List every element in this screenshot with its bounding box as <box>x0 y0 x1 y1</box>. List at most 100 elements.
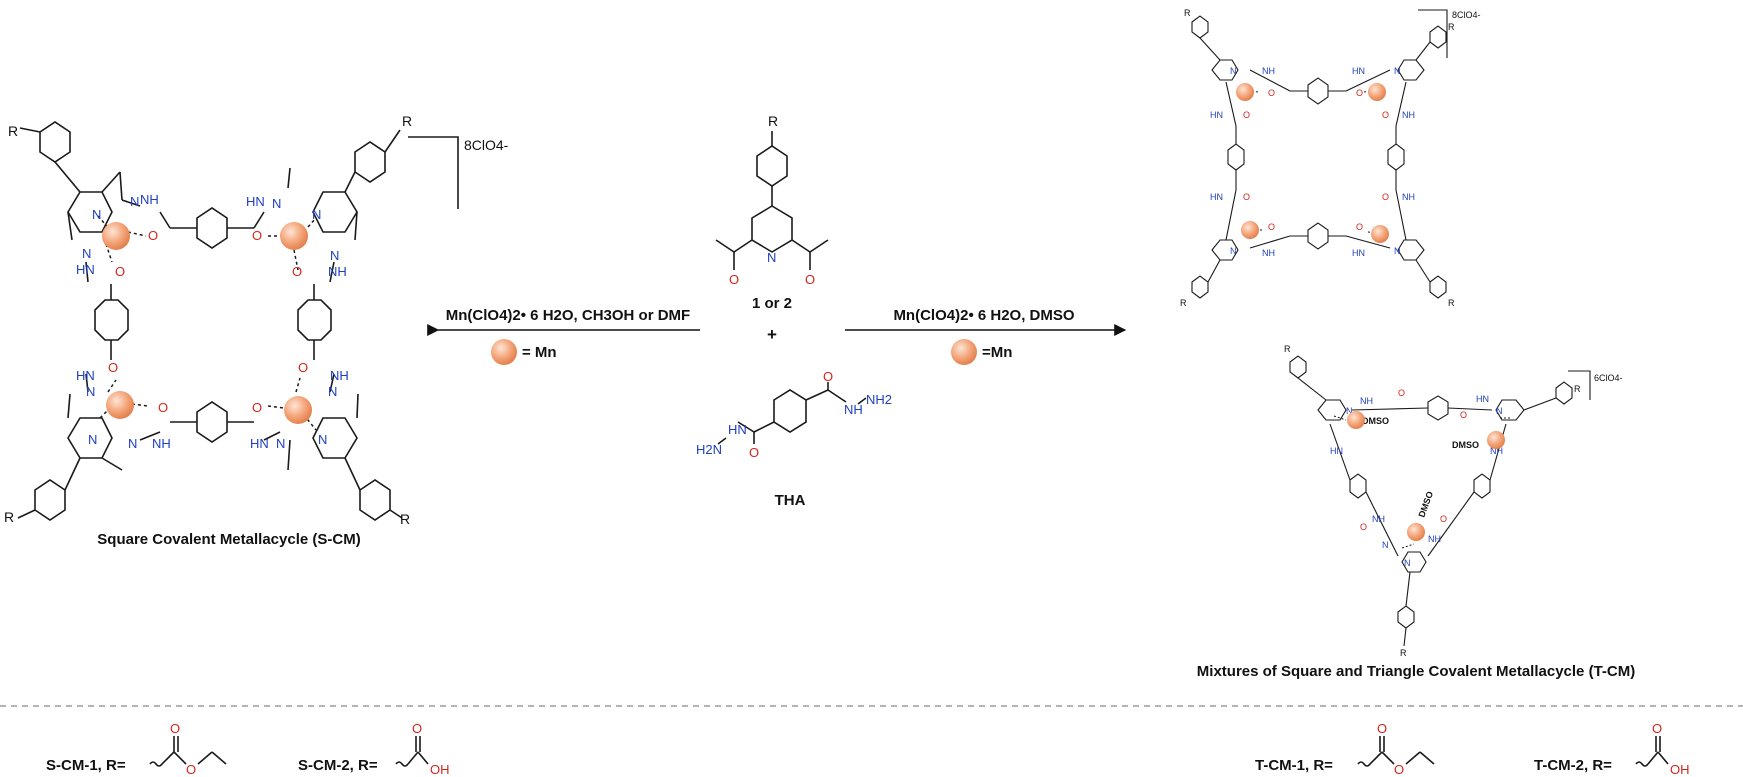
r-label: R <box>4 509 14 525</box>
n-atom: N <box>1394 66 1401 76</box>
left-reaction-arrow: Mn(ClO4)2• 6 H2O, CH3OH or DMF = Mn <box>427 307 700 365</box>
counter-ion-label: 8ClO4- <box>1452 10 1481 20</box>
reagents: R N O O 1 or 2 + O NH NH2 O HN H2N THA <box>696 113 892 509</box>
linker-benzene <box>1427 395 1449 421</box>
n-atom: N <box>88 432 97 447</box>
o-atom: O <box>1394 762 1404 777</box>
legend-entry-label: T-CM-2, R= <box>1534 757 1612 774</box>
legend-entry-label: T-CM-1, R= <box>1255 757 1333 774</box>
n-atom: N <box>92 207 101 222</box>
nh-atom: NH <box>1262 66 1275 76</box>
n-atom: N <box>1404 558 1411 568</box>
mn-ion <box>1368 83 1386 101</box>
counter-ion-label: 6ClO4- <box>1594 373 1623 383</box>
o-atom: O <box>1652 721 1662 736</box>
r-label: R <box>400 511 410 527</box>
n-atom: N <box>86 384 95 399</box>
hn-atom: HN <box>1210 110 1223 120</box>
o-atom: O <box>1243 192 1250 202</box>
r-label: R <box>8 123 18 139</box>
hn-atom: HN <box>1330 446 1343 456</box>
n-atom: N <box>1346 406 1353 416</box>
linker-benzene <box>1307 77 1329 105</box>
r-label: R <box>1448 298 1455 308</box>
mn-ion <box>106 391 134 419</box>
o-atom: O <box>1398 388 1405 398</box>
n-atom: N <box>1394 246 1401 256</box>
mn-legend-icon <box>491 339 517 365</box>
linker-benzene <box>1473 473 1491 499</box>
legend-entry-label: S-CM-2, R= <box>298 757 378 774</box>
o-atom: O <box>1268 222 1275 232</box>
right-caption: Mixtures of Square and Triangle Covalent… <box>1197 663 1635 680</box>
linker-benzene-left <box>94 299 129 341</box>
mn-ion <box>1347 411 1365 429</box>
o-atom: O <box>1360 522 1367 532</box>
h2n-atom: H2N <box>696 442 722 457</box>
nh-atom: NH <box>328 264 347 279</box>
legend-entry-label: S-CM-1, R= <box>46 757 126 774</box>
o-atom: O <box>1356 222 1363 232</box>
mn-ion <box>1236 83 1254 101</box>
o-atom: O <box>252 228 262 243</box>
triangle-metallacycle: 6ClO4- N NH O HN O N HN <box>1284 344 1623 658</box>
plus-sign: + <box>767 325 777 344</box>
left-legend-label: = Mn <box>522 344 557 361</box>
corner-unit-bottom-left <box>17 379 149 521</box>
o-atom: O <box>749 445 759 460</box>
o-atom: O <box>292 264 302 279</box>
nh-atom: NH <box>1360 396 1373 406</box>
n-atom: N <box>82 246 91 261</box>
hn-atom: HN <box>1210 192 1223 202</box>
o-atom: O <box>1268 88 1275 98</box>
o-atom: O <box>108 360 118 375</box>
n-atom: N <box>128 436 137 451</box>
n-atom: N <box>330 248 339 263</box>
linker-benzene-bottom <box>196 401 228 443</box>
n-atom: N <box>312 207 321 222</box>
r-label: R <box>1400 648 1407 658</box>
oh-group: OH <box>430 762 450 777</box>
r-label: R <box>1284 344 1291 354</box>
pyridine-ring <box>751 205 793 253</box>
n-atom: N <box>130 194 139 209</box>
nh-atom: NH <box>1262 248 1275 258</box>
hn-atom: HN <box>246 194 265 209</box>
o-atom: O <box>186 762 196 777</box>
corner-unit-top-left <box>19 121 147 263</box>
aryl-ring <box>756 145 788 187</box>
left-caption: Square Covalent Metallacycle (S-CM) <box>97 531 360 548</box>
o-atom: O <box>729 272 739 287</box>
mn-legend-icon <box>951 339 977 365</box>
r-label: R <box>1180 298 1187 308</box>
tha-benzene <box>773 389 807 433</box>
o-atom: O <box>115 264 125 279</box>
r-label: R <box>1574 384 1581 394</box>
linker-benzene <box>1307 222 1329 250</box>
n-atom: N <box>1230 66 1237 76</box>
corner-unit-top-right <box>268 129 401 271</box>
o-atom: O <box>1377 721 1387 736</box>
reagent2-label: THA <box>775 492 806 509</box>
dmso-label: DMSO <box>1362 416 1389 426</box>
n-atom: N <box>328 384 337 399</box>
mn-ion <box>102 222 130 250</box>
n-atom: N <box>1496 406 1503 416</box>
o-atom: O <box>1440 514 1447 524</box>
n-atom: N <box>1382 540 1389 550</box>
linker-benzene <box>1227 143 1245 171</box>
mn-ion <box>284 396 312 424</box>
o-atom: O <box>252 400 262 415</box>
nh-atom: NH <box>1372 514 1385 524</box>
hn-atom: HN <box>1352 248 1365 258</box>
corner-unit-bottom-right <box>267 377 403 521</box>
right-reaction-arrow: Mn(ClO4)2• 6 H2O, DMSO =Mn <box>845 307 1127 365</box>
o-atom: O <box>1356 88 1363 98</box>
o-atom: O <box>1382 192 1389 202</box>
mn-ion <box>1371 225 1389 243</box>
o-atom: O <box>1382 110 1389 120</box>
right-arrow-label: Mn(ClO4)2• 6 H2O, DMSO <box>893 307 1074 324</box>
hn-atom: HN <box>728 422 747 437</box>
o-atom: O <box>1243 110 1250 120</box>
nh-atom: NH <box>1402 192 1415 202</box>
